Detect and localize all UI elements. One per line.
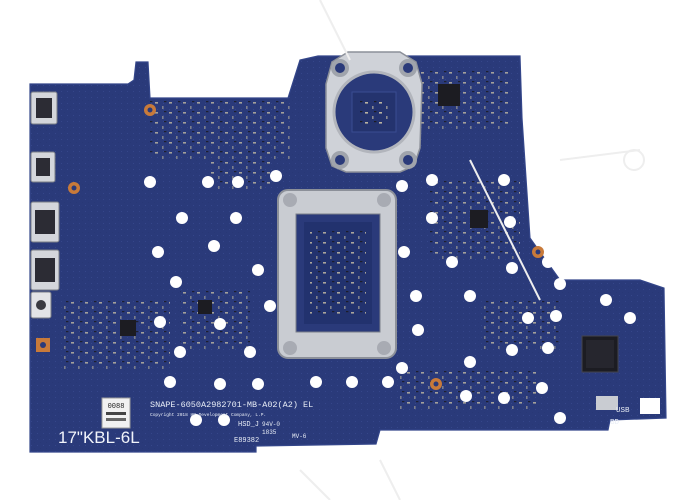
code-label: E89382: [234, 437, 259, 445]
hsd-label: HSD_J: [238, 421, 259, 429]
mv-label: MV-6: [292, 433, 307, 440]
io-ports: [30, 91, 60, 319]
part-number-label: SNAPE-6050A2982701-MB-A02(A2) EL: [150, 400, 313, 410]
date-code-label: 1835: [262, 429, 277, 436]
chips: [120, 84, 619, 410]
bd-label: BD: [610, 419, 620, 427]
gpu-heatsink-bracket: [325, 51, 423, 173]
barcode-sticker: 0088: [101, 397, 131, 429]
cpu-socket-frame: [277, 189, 397, 359]
usb-label: USB: [616, 407, 630, 415]
copyright-label: Copyright 2018 HP Development Company, L…: [150, 412, 266, 418]
sticker-code: 0088: [108, 403, 125, 411]
pcb-holes: [144, 170, 660, 426]
silkscreen-text: SNAPE-6050A2982701-MB-A02(A2) EL Copyrig…: [58, 400, 630, 447]
background-watermark: [299, 0, 645, 500]
model-label: 17"KBL-6L: [58, 428, 140, 447]
bios-chip: [596, 396, 618, 410]
rev-label: 94V-0: [262, 421, 280, 428]
mount-pads: [36, 104, 544, 390]
